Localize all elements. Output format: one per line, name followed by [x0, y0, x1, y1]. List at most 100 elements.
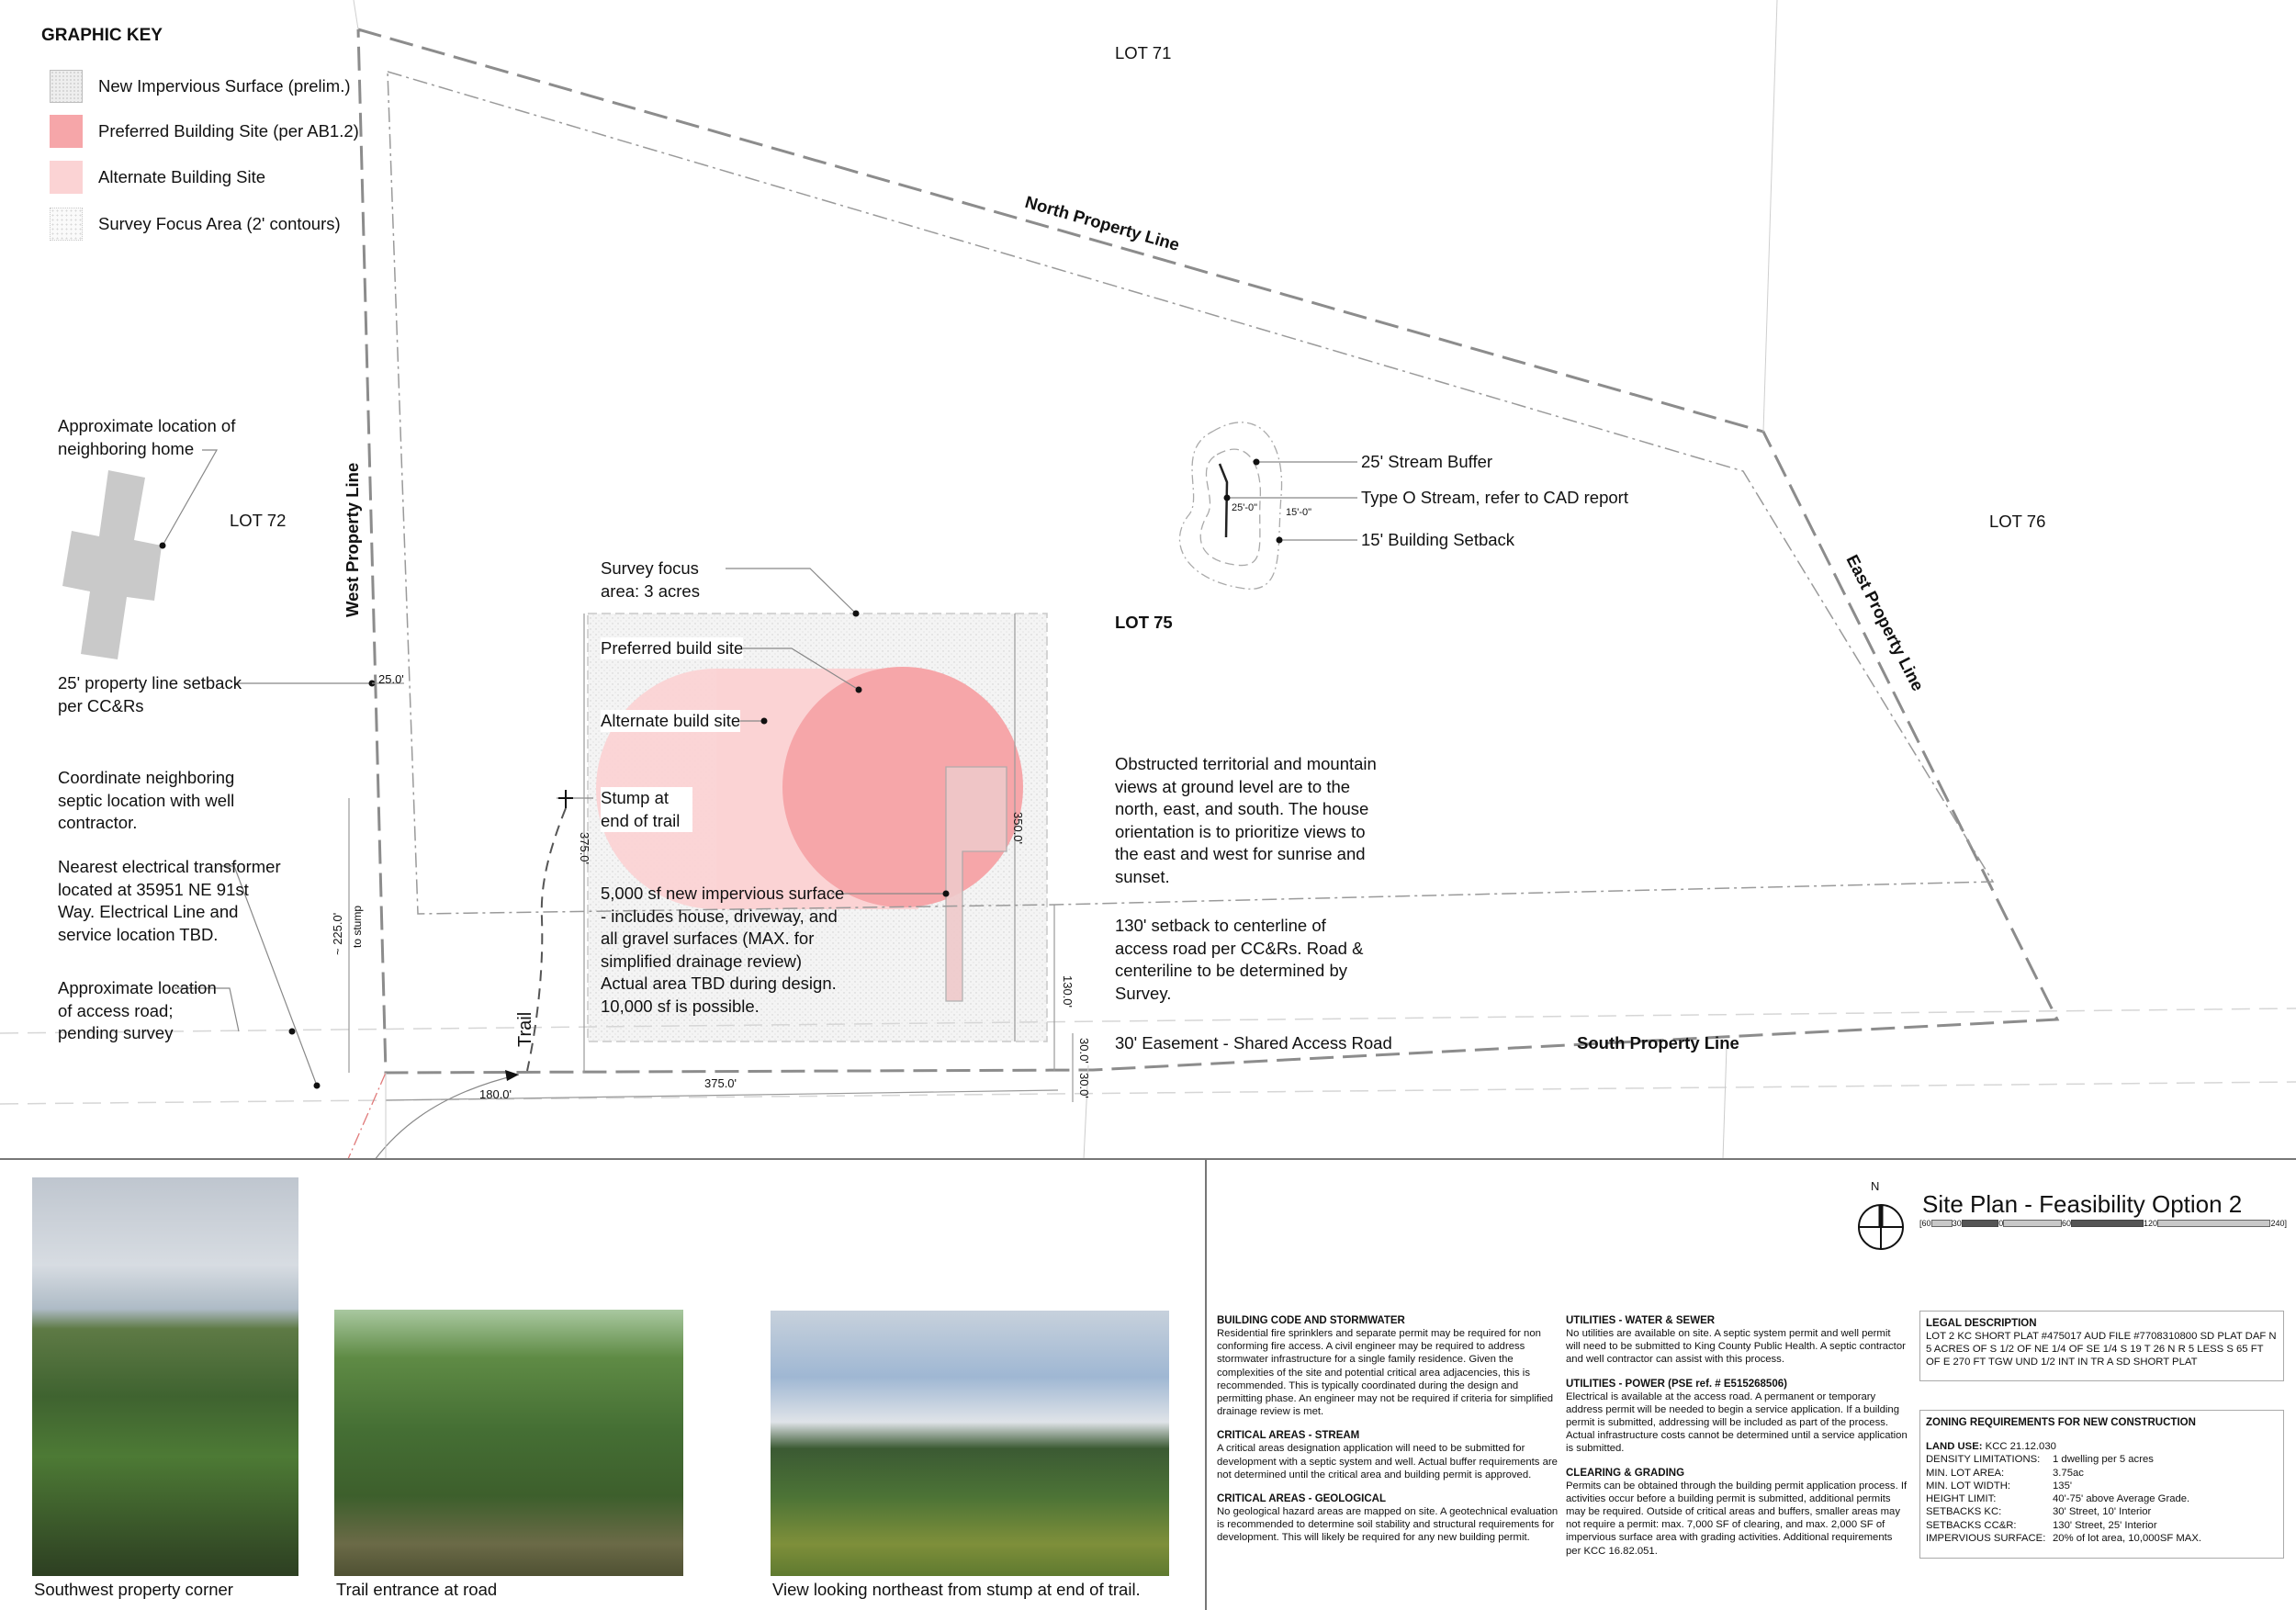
property-boundary — [356, 28, 2060, 1075]
scale-label: [60 — [1919, 1219, 1931, 1228]
north-arrow-icon — [1857, 1194, 1905, 1250]
dim-375-horizontal: 375.0' — [704, 1076, 737, 1090]
key-item-impervious: New Impervious Surface (prelim.) — [50, 70, 351, 103]
legal-body: LOT 2 KC SHORT PLAT #475017 AUD FILE #77… — [1926, 1331, 2277, 1368]
neighbor-home-note: Approximate location of neighboring home — [58, 416, 236, 458]
alternate-swatch-icon — [50, 161, 83, 194]
south-property-line-label: South Property Line — [1577, 1033, 1739, 1053]
access-road-note: Approximate location of access road; pen… — [58, 978, 217, 1042]
stump-note: Stump at end of trail — [601, 787, 692, 832]
zoning-value: 130' Street, 25' Interior — [2053, 1519, 2157, 1531]
scale-bar: [60 30 0 60 120 240] — [1919, 1218, 2287, 1229]
trail-label: Trail — [515, 1011, 535, 1047]
note-title: UTILITIES - POWER (PSE ref. # E515268506… — [1566, 1378, 1787, 1390]
notes-divider — [1205, 1158, 1207, 1610]
scale-label: 30 — [1952, 1219, 1962, 1228]
key-item-alternate: Alternate Building Site — [50, 161, 265, 194]
scale-label: 60 — [2061, 1219, 2071, 1228]
sheet-title: Site Plan - Feasibility Option 2 — [1922, 1190, 2243, 1218]
dim-225-sub: to stump — [351, 905, 364, 948]
zoning-row: SETBACKS CC&R: 130' Street, 25' Interior — [1926, 1519, 2278, 1532]
neighbor-home-shape — [62, 470, 162, 659]
zoning-value: 40'-75' above Average Grade. — [2053, 1493, 2190, 1505]
septic-note: Coordinate neighboring septic location w… — [58, 768, 235, 832]
photo-southwest-corner — [32, 1177, 298, 1576]
note-title: UTILITIES - WATER & SEWER — [1566, 1315, 1716, 1326]
scale-label: 120 — [2144, 1219, 2158, 1228]
zoning-value: 1 dwelling per 5 acres — [2053, 1454, 2154, 1466]
zoning-row: MIN. LOT WIDTH: 135' — [1926, 1480, 2278, 1492]
photo-caption-3: View looking northeast from stump at end… — [772, 1580, 1141, 1599]
dim-375-vertical: 375.0' — [578, 832, 591, 865]
setback-130-note: 130' setback to centerline of access roa… — [1115, 916, 1364, 1003]
zoning-key: DENSITY LIMITATIONS: — [1926, 1454, 2041, 1466]
photo-view-northeast — [771, 1311, 1169, 1576]
stream-buffer-dim: 25'-0" — [1232, 502, 1258, 513]
survey-focus-note: Survey focus area: 3 acres — [601, 558, 700, 601]
key-label: New Impervious Surface (prelim.) — [98, 76, 351, 96]
impervious-note: 5,000 sf new impervious surface - includ… — [601, 884, 845, 1016]
preferred-site-note: Preferred build site — [601, 637, 744, 659]
note-body: A critical areas designation application… — [1217, 1443, 1558, 1481]
key-label: Survey Focus Area (2' contours) — [98, 214, 341, 233]
key-item-preferred: Preferred Building Site (per AB1.2) — [50, 115, 359, 148]
note-title: CRITICAL AREAS - GEOLOGICAL — [1217, 1493, 1386, 1505]
stream-setback-dim: 15'-0" — [1286, 507, 1312, 518]
zoning-value: 20% of lot area, 10,000SF MAX. — [2053, 1533, 2202, 1545]
zoning-row: MIN. LOT AREA:3.75ac — [1926, 1467, 2278, 1480]
note-title: CRITICAL AREAS - STREAM — [1217, 1430, 1360, 1442]
zoning-key: SETBACKS CC&R: — [1926, 1519, 2017, 1531]
lot-72-label: LOT 72 — [230, 511, 287, 530]
zoning-row: IMPERVIOUS SURFACE: 20% of lot area, 10,0… — [1926, 1532, 2278, 1545]
trail-path — [526, 807, 567, 1072]
zoning-row: HEIGHT LIMIT: 40'-75' above Average Grade… — [1926, 1492, 2278, 1505]
note-body: No utilities are available on site. A se… — [1566, 1328, 1906, 1366]
zoning-row: SETBACKS KC:30' Street, 10' Interior — [1926, 1505, 2278, 1518]
photo-trail-entrance — [334, 1310, 683, 1576]
west-property-line-label: West Property Line — [343, 462, 362, 617]
key-item-survey: Survey Focus Area (2' contours) — [50, 208, 341, 241]
dim-130: 130.0' — [1061, 975, 1075, 1008]
north-label: N — [1871, 1179, 1880, 1193]
stream-icon — [1218, 463, 1229, 538]
zoning-value: 135' — [2053, 1480, 2073, 1492]
stream-label: Type O Stream, refer to CAD report — [1361, 488, 1628, 507]
dim-30-b: 30.0' — [1077, 1073, 1091, 1098]
zoning-key: HEIGHT LIMIT: — [1926, 1493, 1997, 1505]
dim-180: 180.0' — [479, 1087, 512, 1101]
zoning-value: 30' Street, 10' Interior — [2053, 1506, 2152, 1518]
zoning-title: ZONING REQUIREMENTS FOR NEW CONSTRUCTION — [1926, 1417, 2196, 1428]
note-body: No geological hazard areas are mapped on… — [1217, 1506, 1559, 1544]
legal-title: LEGAL DESCRIPTION — [1926, 1318, 2037, 1329]
zoning-key: IMPERVIOUS SURFACE: — [1926, 1533, 2046, 1545]
note-title: CLEARING & GRADING — [1566, 1467, 1685, 1479]
views-note: Obstructed territorial and mountain view… — [1115, 754, 1377, 886]
zoning-row: DENSITY LIMITATIONS: 1 dwelling per 5 acr… — [1926, 1453, 2278, 1466]
zoning-value: KCC 21.12.030 — [1985, 1441, 2056, 1452]
alternate-site-note: Alternate build site — [601, 710, 741, 732]
building-setback-label: 15' Building Setback — [1361, 530, 1515, 549]
lot-76-label: LOT 76 — [1989, 512, 2046, 531]
dim-30-a: 30.0' — [1077, 1038, 1091, 1064]
stream-buffer-label: 25' Stream Buffer — [1361, 452, 1493, 471]
preferred-swatch-icon — [50, 115, 83, 148]
lot-71-label: LOT 71 — [1115, 43, 1172, 62]
bottom-divider — [0, 1158, 2296, 1160]
scale-label: 240] — [2270, 1219, 2287, 1228]
survey-swatch-icon — [50, 208, 83, 241]
setback-line — [387, 71, 1995, 915]
scale-label: 0 — [1998, 1219, 2004, 1228]
legal-description-box: LEGAL DESCRIPTION LOT 2 KC SHORT PLAT #4… — [1919, 1311, 2284, 1381]
key-label: Preferred Building Site (per AB1.2) — [98, 121, 359, 141]
impervious-swatch-icon — [50, 70, 83, 103]
photo-caption-2: Trail entrance at road — [336, 1580, 498, 1599]
zoning-key: MIN. LOT WIDTH: — [1926, 1480, 2011, 1492]
note-body: Residential fire sprinklers and separate… — [1217, 1328, 1554, 1418]
graphic-key-title: GRAPHIC KEY — [41, 26, 163, 45]
note-title: BUILDING CODE AND STORMWATER — [1217, 1315, 1405, 1326]
key-label: Alternate Building Site — [98, 167, 266, 186]
setback-25-note: 25' property line setback per CC&Rs — [58, 673, 242, 715]
dim-25: 25.0' — [378, 672, 404, 686]
zoning-key: MIN. LOT AREA: — [1926, 1467, 2005, 1479]
impervious-surface-footprint — [945, 766, 1007, 1002]
